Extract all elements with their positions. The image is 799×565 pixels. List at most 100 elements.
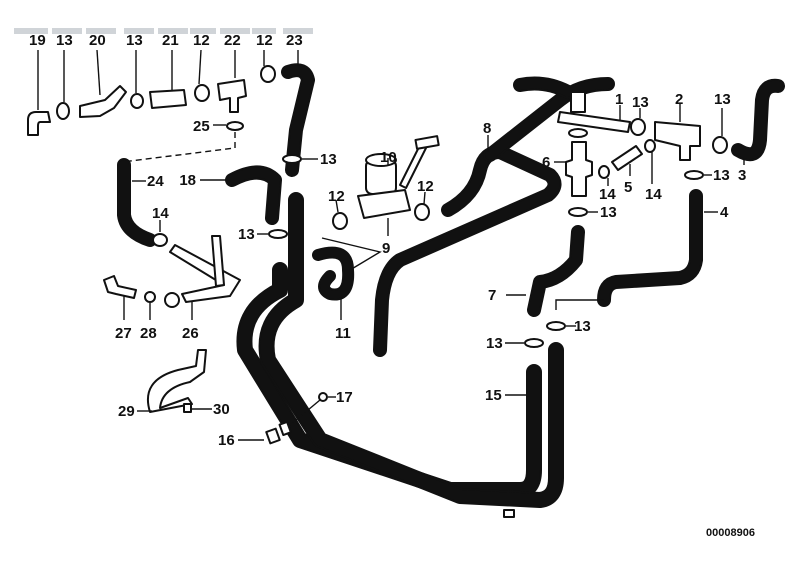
hose-8-upper-fill <box>485 79 613 160</box>
callout-3: 3 <box>738 167 746 184</box>
callout-23: 23 <box>286 32 303 49</box>
valve-base <box>357 189 411 219</box>
y-connector-20 <box>79 85 127 118</box>
hose-clamp <box>524 338 544 348</box>
callout-18: 18 <box>179 172 196 189</box>
callout-14: 14 <box>645 186 662 203</box>
hose-11-fill <box>314 248 353 299</box>
callout-24: 24 <box>147 173 164 190</box>
callout-13: 13 <box>486 335 503 352</box>
hose-clamp <box>282 154 302 164</box>
hose-18-assembly: 18 13 13 <box>179 151 336 243</box>
hose-7-fill <box>529 227 583 315</box>
callout-12: 12 <box>193 32 210 49</box>
hose-8-assembly: 8 <box>373 77 615 357</box>
callout-8: 8 <box>483 120 491 137</box>
bracket-arm <box>211 235 225 287</box>
hose-clamp <box>194 84 210 102</box>
callout-22: 22 <box>224 32 241 49</box>
callout-16: 16 <box>218 432 235 449</box>
hose-clamp <box>260 65 276 83</box>
callout-13: 13 <box>574 318 591 335</box>
callout-9: 9 <box>382 240 390 257</box>
callout-30: 30 <box>213 401 230 418</box>
bolt-27 <box>103 275 137 299</box>
callout-14: 14 <box>599 186 616 203</box>
washer-25 <box>226 121 244 131</box>
top-row-parts: 25 <box>27 49 315 177</box>
washer-28 <box>144 291 156 303</box>
pipe-clip <box>503 509 515 518</box>
callout-1: 1 <box>615 91 623 108</box>
hose-21 <box>149 89 187 109</box>
screw-17 <box>318 392 328 402</box>
leader-line <box>198 49 202 85</box>
callout-13: 13 <box>126 32 143 49</box>
electrical-plug <box>414 135 440 150</box>
callout-25: 25 <box>193 118 210 135</box>
pipe-inner-fill <box>238 264 540 496</box>
hose-clamp <box>630 118 646 136</box>
hose-18-fill <box>227 167 280 223</box>
hose-7-assembly: 7 13 13 <box>486 225 604 352</box>
callout-17: 17 <box>336 389 353 406</box>
header-band <box>124 28 154 34</box>
hose-clamp <box>568 128 588 138</box>
header-band <box>283 28 313 34</box>
header-band <box>220 28 250 34</box>
left-assembly: 24 14 26 27 28 <box>103 158 241 342</box>
callout-6: 6 <box>542 154 550 171</box>
callout-12: 12 <box>256 32 273 49</box>
clamp-14 <box>152 233 168 247</box>
pipe-1 <box>557 111 631 133</box>
hose-8-lower-fill <box>375 147 560 355</box>
bracket-26 <box>169 244 241 303</box>
callout-13: 13 <box>238 226 255 243</box>
t-hose-stem <box>570 91 586 113</box>
leader-line <box>555 299 604 310</box>
callout-29: 29 <box>118 403 135 420</box>
header-band <box>252 28 276 34</box>
leader-line <box>321 237 382 271</box>
screw-30 <box>183 403 192 413</box>
callout-2: 2 <box>675 91 683 108</box>
callout-13: 13 <box>632 94 649 111</box>
hose-clamp <box>56 102 70 120</box>
hose-clamp <box>414 203 430 221</box>
hose-clamp <box>332 212 348 230</box>
callout-15: 15 <box>485 387 502 404</box>
leader-line <box>96 49 101 96</box>
callout-5: 5 <box>624 179 632 196</box>
hose-clamp <box>568 207 588 217</box>
clip-16 <box>265 427 281 445</box>
callout-14: 14 <box>152 205 169 222</box>
clamp-14 <box>598 165 610 179</box>
leader-line <box>335 199 339 213</box>
callout-13: 13 <box>56 32 73 49</box>
hose-clamp <box>546 321 566 331</box>
hose-23-fill <box>283 65 313 175</box>
hose-clamp <box>130 93 144 109</box>
hose-clamp <box>268 229 288 239</box>
clamp-14 <box>644 139 656 153</box>
check-valve-6 <box>565 141 593 197</box>
t-hose-branch-fill <box>515 78 573 97</box>
t-valve-22 <box>217 79 247 113</box>
callout-19: 19 <box>29 32 46 49</box>
callout-13: 13 <box>320 151 337 168</box>
callout-7: 7 <box>488 287 496 304</box>
pipe-outer-fill <box>260 194 562 506</box>
clip-parts: 16 17 29 30 <box>118 349 353 449</box>
callout-13: 13 <box>714 91 731 108</box>
pipe-outer <box>258 192 564 508</box>
callout-13: 13 <box>600 204 617 221</box>
callout-10: 10 <box>380 149 397 166</box>
hose-clamp <box>684 170 704 180</box>
callout-20: 20 <box>89 32 106 49</box>
callout-12: 12 <box>417 178 434 195</box>
long-pipes: 15 <box>236 192 564 518</box>
header-band <box>14 28 48 34</box>
header-band <box>52 28 82 34</box>
diagram-reference-number: 00008906 <box>706 527 755 539</box>
